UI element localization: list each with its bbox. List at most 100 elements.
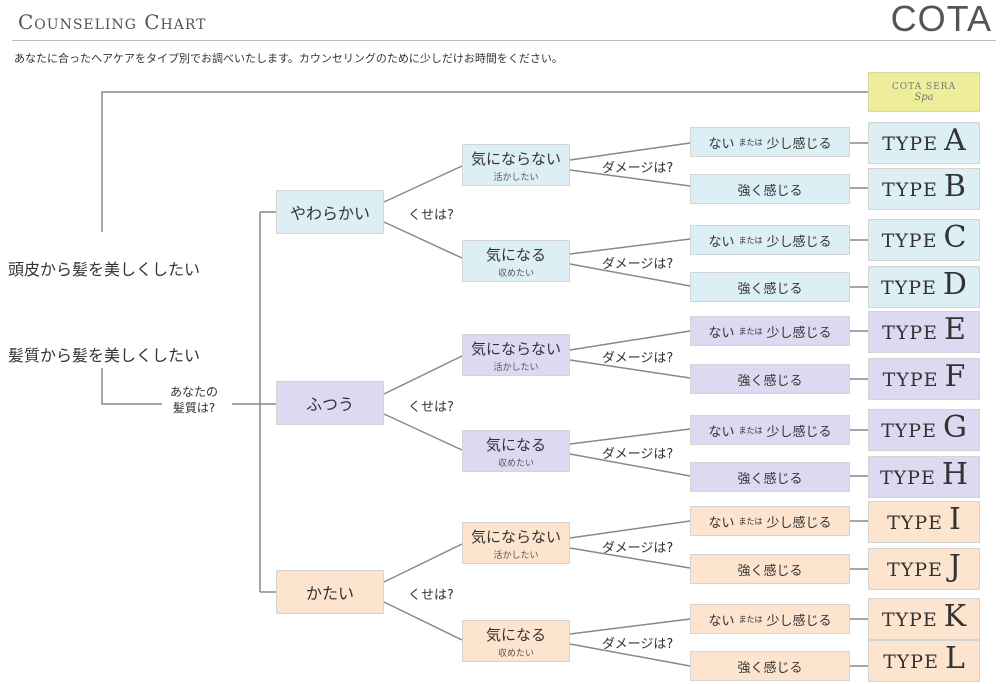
curl-no-soft[interactable]: 気にならない活かしたい [462, 144, 570, 186]
damage-strong-b[interactable]: 強く感じる [690, 174, 850, 204]
damage-strong-label: 強く感じる [737, 660, 803, 676]
damage-little-label: 少し感じる [766, 325, 832, 341]
brand-logo: COTA [890, 0, 992, 39]
question-curl: くせは? [408, 208, 454, 223]
damage-none-label: ない [708, 325, 735, 341]
curl-no-sublabel: 活かしたい [493, 550, 539, 561]
damage-none-k[interactable]: ないまたは少し感じる [690, 604, 850, 634]
curl-no-sublabel: 活かしたい [493, 172, 539, 183]
type-letter: B [943, 169, 966, 204]
curl-no-label: 気にならない [470, 149, 561, 168]
damage-none-label: ない [708, 613, 735, 629]
question-hair-quality: あなたの 髪質は? [170, 384, 218, 416]
question-quality-line2: 髪質は? [172, 401, 216, 415]
question-damage: ダメージは? [602, 161, 674, 176]
damage-or-label: または [738, 425, 763, 435]
damage-or-label: または [738, 137, 763, 147]
question-damage: ダメージは? [602, 541, 674, 556]
damage-strong-label: 強く感じる [737, 373, 803, 389]
chart-title: Counseling Chart [18, 10, 207, 34]
damage-strong-label: 強く感じる [737, 563, 803, 579]
curl-no-label: 気にならない [470, 339, 561, 358]
type-letter: A [944, 123, 966, 158]
question-quality-line1: あなたの [170, 385, 219, 399]
damage-or-label: または [738, 614, 763, 624]
curl-yes-normal[interactable]: 気になる収めたい [462, 430, 570, 472]
damage-none-c[interactable]: ないまたは少し感じる [690, 225, 850, 255]
damage-strong-label: 強く感じる [737, 281, 803, 297]
curl-no-normal[interactable]: 気にならない活かしたい [462, 334, 570, 376]
curl-yes-sublabel: 収めたい [497, 458, 534, 469]
root-scalp: 頭皮から髪を美しくしたい [8, 260, 201, 279]
type-letter: D [942, 267, 967, 302]
curl-yes-label: 気になる [485, 625, 546, 644]
damage-none-label: ない [708, 424, 735, 440]
type-word: TYPE [883, 651, 939, 673]
type-word: TYPE [882, 179, 938, 201]
quality-soft[interactable]: やわらかい [276, 190, 384, 234]
root-hair: 髪質から髪を美しくしたい [8, 346, 201, 365]
damage-little-label: 少し感じる [766, 515, 832, 531]
damage-none-a[interactable]: ないまたは少し感じる [690, 127, 850, 157]
type-letter: J [948, 549, 961, 584]
type-letter: H [941, 457, 969, 492]
type-letter: I [949, 502, 961, 537]
spa-brand: COTA SERA [891, 81, 957, 92]
type-word: TYPE [887, 512, 943, 534]
damage-strong-f[interactable]: 強く感じる [690, 364, 850, 394]
damage-strong-l[interactable]: 強く感じる [690, 651, 850, 681]
curl-no-hard[interactable]: 気にならない活かしたい [462, 522, 570, 564]
quality-normal-label: ふつう [305, 395, 354, 414]
curl-yes-soft[interactable]: 気になる収めたい [462, 240, 570, 282]
damage-none-g[interactable]: ないまたは少し感じる [690, 415, 850, 445]
curl-no-label: 気にならない [470, 527, 561, 546]
type-word: TYPE [879, 467, 936, 489]
damage-none-label: ない [708, 234, 735, 250]
quality-hard-label: かたい [305, 584, 354, 603]
curl-yes-sublabel: 収めたい [497, 268, 534, 279]
damage-none-e[interactable]: ないまたは少し感じる [690, 316, 850, 346]
damage-or-label: または [738, 516, 763, 526]
type-word: TYPE [881, 277, 937, 299]
curl-yes-sublabel: 収めたい [497, 648, 534, 659]
type-word: TYPE [887, 559, 943, 581]
curl-yes-hard[interactable]: 気になる収めたい [462, 620, 570, 662]
cota-sera-spa-box[interactable]: COTA SERA Spa [868, 72, 980, 112]
type-word: TYPE [881, 609, 938, 631]
damage-little-label: 少し感じる [766, 613, 832, 629]
question-damage: ダメージは? [602, 351, 674, 366]
type-word: TYPE [882, 369, 939, 391]
quality-hard[interactable]: かたい [276, 570, 384, 614]
quality-normal[interactable]: ふつう [276, 381, 384, 425]
type-word: TYPE [882, 322, 938, 344]
damage-none-label: ない [708, 136, 735, 152]
damage-strong-d[interactable]: 強く感じる [690, 272, 850, 302]
damage-or-label: または [738, 326, 763, 336]
type-letter: K [943, 599, 967, 634]
damage-or-label: または [738, 235, 763, 245]
header-divider [12, 40, 996, 41]
damage-strong-h[interactable]: 強く感じる [690, 462, 850, 492]
damage-strong-j[interactable]: 強く感じる [690, 554, 850, 584]
type-letter: F [944, 359, 966, 394]
question-curl: くせは? [408, 588, 454, 603]
curl-no-sublabel: 活かしたい [493, 362, 539, 373]
type-letter: E [943, 312, 966, 347]
damage-none-i[interactable]: ないまたは少し感じる [690, 506, 850, 536]
spa-label: Spa [914, 91, 934, 103]
curl-yes-label: 気になる [485, 245, 546, 264]
type-i[interactable]: TYPE I [868, 501, 980, 543]
question-curl: くせは? [408, 400, 454, 415]
